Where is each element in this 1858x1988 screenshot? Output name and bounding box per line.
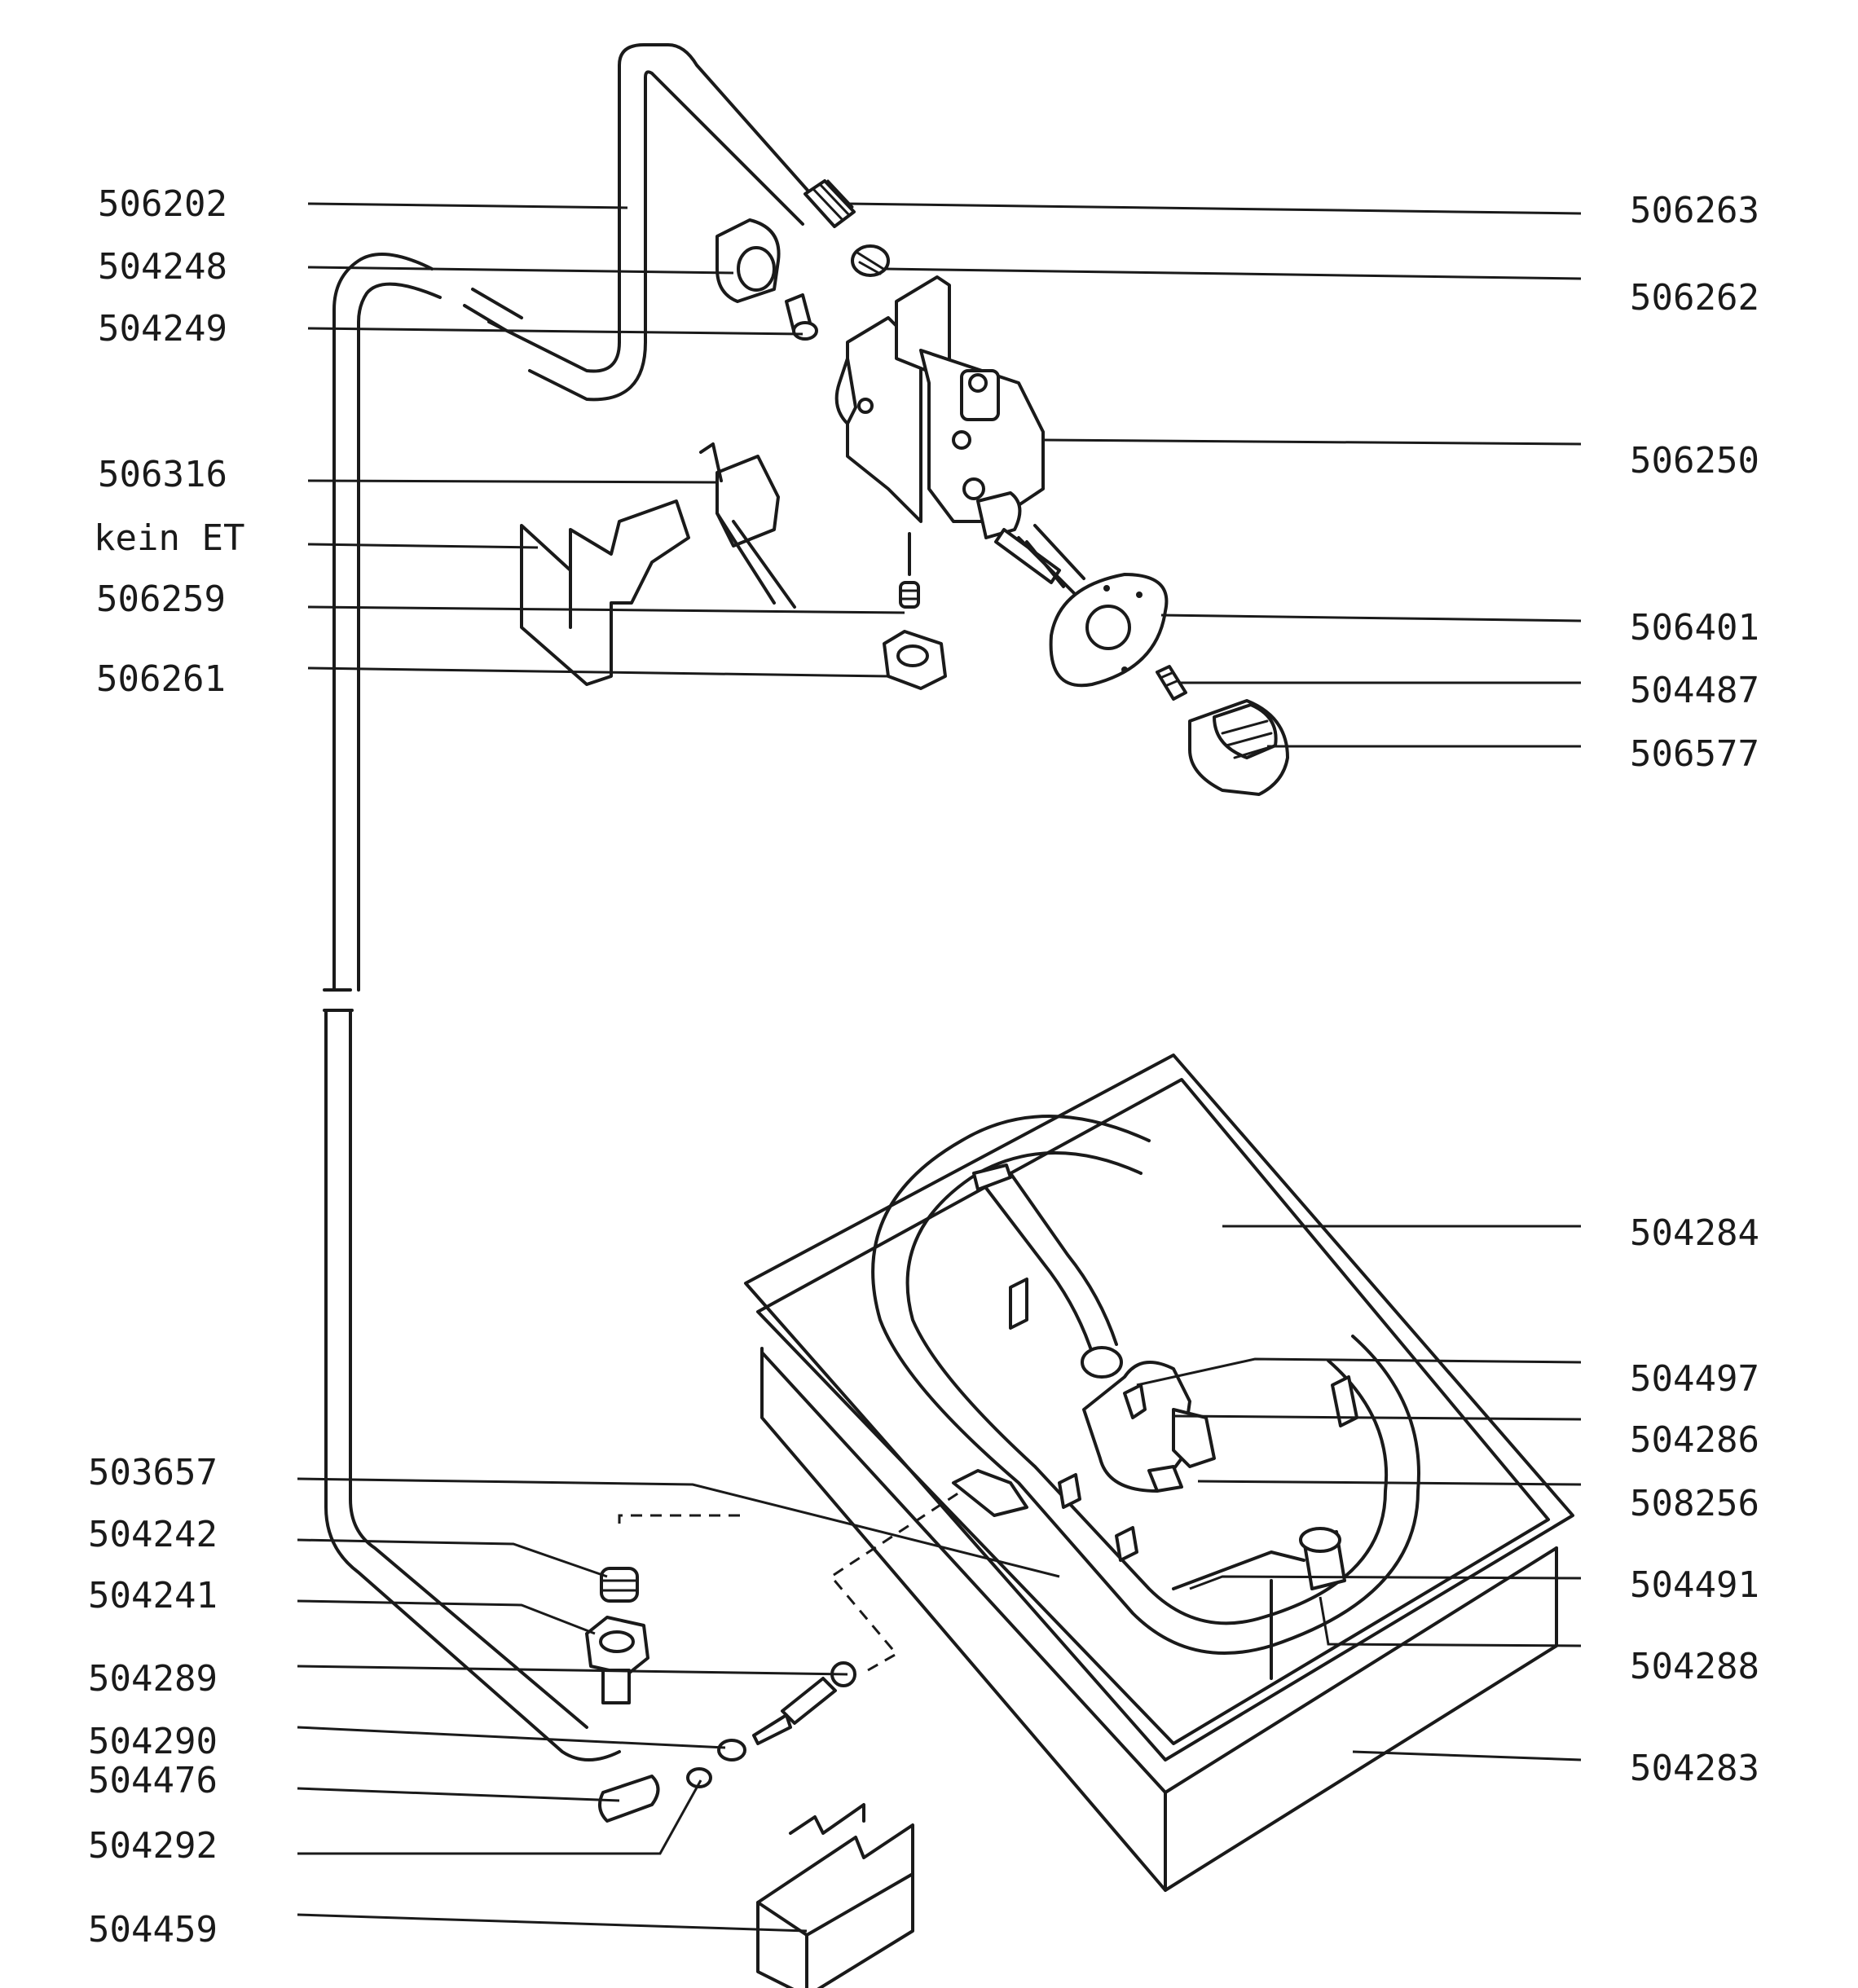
part-label-504459: 504459 [88, 1909, 218, 1951]
bottom-hex-nut [585, 1616, 649, 1704]
part-label-504242: 504242 [88, 1514, 218, 1555]
ignition-electrode [1172, 1527, 1346, 1680]
leader-lines-left [297, 202, 1060, 1933]
part-label-508256: 508256 [1630, 1483, 1759, 1524]
part-label-506259: 506259 [96, 578, 226, 620]
o-ring-part [686, 1739, 746, 1788]
olive-ring-part [851, 244, 890, 277]
part-label-504491: 504491 [1630, 1564, 1759, 1606]
part-label-504284: 504284 [1630, 1212, 1759, 1254]
part-label-506401: 506401 [1630, 607, 1759, 649]
part-label-504249: 504249 [98, 308, 227, 350]
mounting-bracket [520, 499, 690, 686]
grub-screw-part [1156, 665, 1187, 701]
part-label-504290: 504290 [88, 1721, 218, 1762]
heat-shield-part [756, 1803, 914, 1988]
gas-valve-assembly [834, 275, 1065, 588]
part-label-504487: 504487 [1630, 670, 1759, 711]
part-label-kein-et: kein ET [94, 517, 244, 559]
part-label-504288: 504288 [1630, 1646, 1759, 1687]
small-plug-part [785, 293, 818, 341]
part-label-506250: 506250 [1630, 440, 1759, 482]
part-label-506316: 506316 [98, 454, 227, 495]
dashed-connection [618, 1489, 962, 1672]
part-label-504283: 504283 [1630, 1748, 1759, 1789]
tray-tabs [952, 1278, 1358, 1562]
thermocouple-bracket [1082, 1361, 1216, 1493]
part-label-506262: 506262 [1630, 277, 1759, 319]
control-knob-part [1188, 699, 1289, 796]
part-label-504286: 504286 [1630, 1419, 1759, 1461]
part-label-504289: 504289 [88, 1658, 218, 1700]
part-label-504497: 504497 [1630, 1358, 1759, 1400]
valve-stem [1017, 524, 1085, 596]
pipe-nut-part [804, 179, 856, 228]
gas-pipe [323, 43, 825, 1761]
labels-right: 506263 506262 506250 506401 504487 50657… [1630, 190, 1759, 1789]
sleeve-part [715, 218, 781, 303]
part-label-506263: 506263 [1630, 190, 1759, 231]
hex-nut-part [883, 630, 947, 690]
part-label-506202: 506202 [98, 183, 227, 225]
part-label-504292: 504292 [88, 1825, 218, 1867]
small-pin-part [598, 1775, 660, 1823]
part-label-506577: 506577 [1630, 733, 1759, 775]
nozzle-part [899, 532, 920, 609]
labels-left: 506202 504248 504249 506316 kein ET 5062… [88, 183, 244, 1951]
microswitch-part [699, 442, 796, 609]
dial-plate-part [1049, 573, 1169, 688]
part-label-504248: 504248 [98, 246, 227, 288]
leader-lines-right [847, 202, 1582, 1761]
burner-feed-tube [972, 1163, 1123, 1379]
bottom-cap-part [600, 1567, 639, 1603]
burner-tray-housing [744, 1053, 1574, 1892]
part-label-503657: 503657 [88, 1452, 218, 1493]
part-label-504476: 504476 [88, 1760, 218, 1801]
part-label-504241: 504241 [88, 1575, 218, 1616]
part-label-506261: 506261 [96, 658, 226, 700]
